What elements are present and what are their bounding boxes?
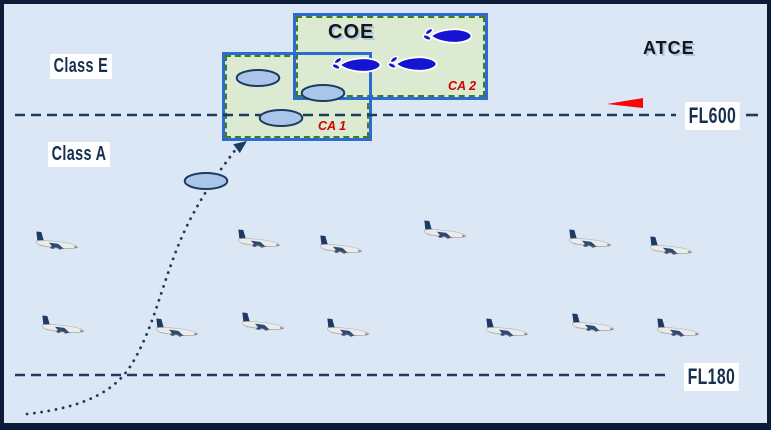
sprite-layer (34, 26, 701, 339)
balloon-icon (183, 172, 229, 190)
fl600-label: FL600 (685, 102, 740, 130)
airliner-icon (325, 318, 371, 339)
balloon-icon (258, 109, 304, 127)
airship-icon (386, 54, 438, 72)
airship-icon (421, 26, 473, 44)
coe-label: COE (328, 21, 375, 43)
ca1-containment-box-border (222, 52, 372, 141)
red-aircraft-icon (607, 98, 643, 108)
airliner-icon (40, 315, 86, 336)
ca1-label: CA 1 (318, 119, 347, 133)
airliner-icon (484, 318, 530, 339)
airliner-icon (567, 229, 613, 250)
atce-label: ATCE (643, 38, 695, 58)
class-e-label: Class E (50, 54, 112, 79)
balloon-icon (300, 84, 346, 102)
climb-trajectory-arrowhead (233, 141, 247, 154)
airship-icon (330, 55, 382, 73)
balloon-icon (235, 69, 281, 87)
airliner-icon (236, 229, 282, 250)
climb-trajectory-path (25, 147, 238, 416)
airliner-icon (154, 318, 200, 339)
fl180-label: FL180 (684, 363, 739, 391)
airliner-icon (422, 220, 468, 241)
class-a-label: Class A (48, 142, 111, 167)
airliner-icon (240, 312, 286, 333)
airliner-icon (655, 318, 701, 339)
ca2-label: CA 2 (448, 79, 477, 93)
airliner-icon (318, 235, 364, 256)
airliner-icon (648, 236, 694, 257)
airliner-icon (34, 231, 80, 252)
airliner-icon (570, 313, 616, 334)
